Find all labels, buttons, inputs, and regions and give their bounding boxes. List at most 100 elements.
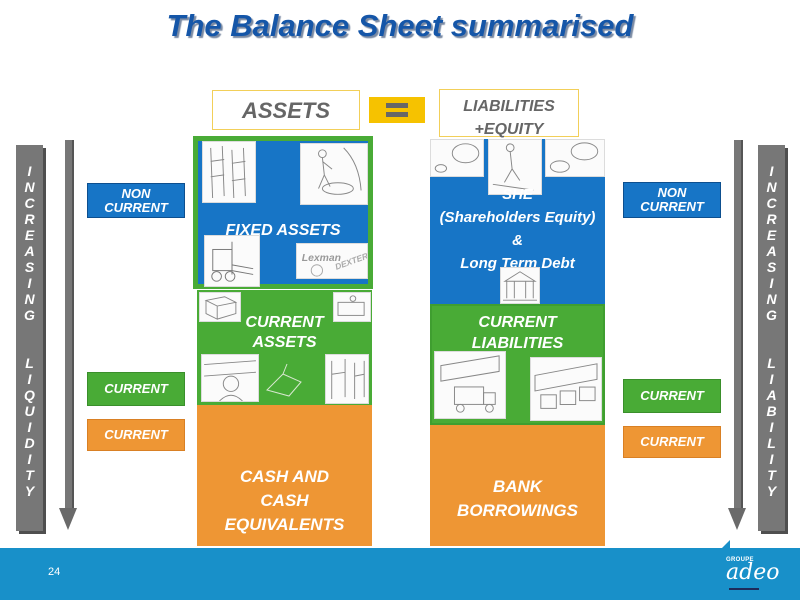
liquidity-letter: N <box>24 291 35 307</box>
bank-line1: BANK <box>492 477 543 496</box>
fixed-assets-label: FIXED ASSETS <box>225 222 341 239</box>
cash-label: CASH AND CASH EQUIVALENTS <box>197 465 372 537</box>
liquidity-letter: G <box>24 307 35 323</box>
liquidity-arrow-down-icon <box>59 508 77 530</box>
slide-title: The Balance Sheet summarised <box>166 8 634 43</box>
current-liabilities-label: CURRENT LIABILITIES <box>432 312 603 354</box>
svg-text:Lexman: Lexman <box>302 253 341 264</box>
trucks-loading-dock-image <box>530 357 602 421</box>
warehouse-worker-image <box>333 292 371 322</box>
adeo-logo: GROUPE adeo <box>724 555 784 595</box>
liability-letter: N <box>766 179 777 195</box>
liability-letter <box>770 323 774 339</box>
store-aisle-person-image <box>201 354 259 402</box>
liabilities-header-line2: +EQUITY <box>474 121 544 138</box>
bank-borrowings-label: BANK BORROWINGS <box>430 475 605 523</box>
equity-label: SHE (Shareholders Equity) & Long Term De… <box>430 183 605 275</box>
right-non-current-line1: NON <box>657 185 687 200</box>
current-liabilities-block: CURRENT LIABILITIES <box>430 304 605 425</box>
liquidity-letter: D <box>24 435 35 451</box>
liability-letter <box>770 339 774 355</box>
equity-long-term-debt-block: SHE (Shareholders Equity) & Long Term De… <box>430 139 605 304</box>
cash-line1: CASH AND <box>239 467 330 486</box>
equity-line4: Long Term Debt <box>460 255 575 272</box>
current-liabilities-line2: LIABILITIES <box>471 335 564 352</box>
right-current-orange-tag: CURRENT <box>623 426 721 458</box>
worker-with-machine-image <box>300 143 368 205</box>
bank-borrowings-block: BANK BORROWINGS <box>430 425 605 546</box>
thinking-head-image <box>430 139 484 177</box>
liability-letter: S <box>766 259 777 275</box>
right-non-current-line2: CURRENT <box>640 199 704 214</box>
liability-letter: Y <box>766 483 777 499</box>
assets-header: ASSETS <box>212 90 360 130</box>
cash-block: CASH AND CASH EQUIVALENTS <box>197 405 372 546</box>
bank-line2: BORROWINGS <box>457 501 578 520</box>
liabilities-equity-header: LIABILITIES +EQUITY <box>439 89 579 138</box>
bank-building-image <box>500 267 540 304</box>
equity-line2: (Shareholders Equity) <box>439 209 596 226</box>
store-shelving-image <box>325 354 369 404</box>
liquidity-letter <box>28 339 32 355</box>
liquidity-letter: U <box>24 403 35 419</box>
worker-sketch-image <box>488 139 542 195</box>
liability-letter: I <box>769 451 774 467</box>
liability-letter: R <box>766 211 777 227</box>
liquidity-letter: I <box>27 451 32 467</box>
liability-letter: A <box>766 387 777 403</box>
liability-letter: A <box>766 243 777 259</box>
page-number: 24 <box>48 566 61 578</box>
liability-arrow-shaft <box>734 140 741 510</box>
liquidity-letter <box>28 323 32 339</box>
current-assets-block: CURRENT ASSETS <box>197 290 372 405</box>
liquidity-letter: A <box>24 243 35 259</box>
footer-band <box>0 548 800 600</box>
current-assets-label: CURRENT ASSETS <box>197 313 372 353</box>
liquidity-letter: R <box>24 211 35 227</box>
liquidity-arrow-shaft <box>65 140 72 510</box>
left-non-current-line2: CURRENT <box>104 199 168 215</box>
current-assets-line2: ASSETS <box>252 334 317 351</box>
liability-letter: I <box>769 163 774 179</box>
equity-line1: SHE <box>502 186 533 203</box>
pallet-box-image <box>199 292 241 322</box>
left-non-current-line1: NON <box>121 185 151 201</box>
liquidity-letter: N <box>24 179 35 195</box>
liability-letter: B <box>766 403 777 419</box>
liability-letter: I <box>769 371 774 387</box>
liquidity-letter: S <box>24 259 35 275</box>
liability-letter: G <box>766 307 777 323</box>
liquidity-letter: I <box>27 371 32 387</box>
logo-name-text: adeo <box>726 560 780 585</box>
liability-letter: L <box>767 435 776 451</box>
liability-letter: C <box>766 195 777 211</box>
liability-letter: I <box>769 419 774 435</box>
current-assets-line1: CURRENT <box>245 314 324 331</box>
thinking-money-head-image <box>545 139 605 177</box>
delivery-truck-dock-image <box>434 351 506 419</box>
liquidity-letter: Q <box>24 387 35 403</box>
liability-letter: E <box>766 227 777 243</box>
liquidity-letter: E <box>24 227 35 243</box>
right-current-green-tag: CURRENT <box>623 379 721 413</box>
shelving-racks-image <box>202 141 256 203</box>
equals-sign-icon <box>369 97 425 123</box>
liability-letter: I <box>769 275 774 291</box>
logo-group-text: GROUPE <box>726 557 754 563</box>
liability-letter: T <box>767 467 776 483</box>
cash-line3: EQUIVALENTS <box>224 515 345 534</box>
footer-notch <box>720 540 730 550</box>
current-liabilities-line1: CURRENT <box>478 314 557 331</box>
liability-letter: L <box>767 355 776 371</box>
liquidity-letter: T <box>25 467 34 483</box>
left-current-orange-tag: CURRENT <box>87 419 185 451</box>
cash-line2: CASH <box>260 491 309 510</box>
goods-pile-image <box>263 360 307 398</box>
forklift-image <box>204 235 260 287</box>
